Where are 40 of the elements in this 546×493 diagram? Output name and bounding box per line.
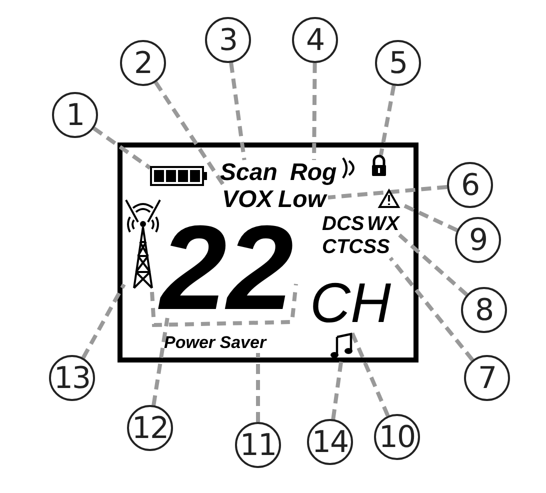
display-text: Power Saver	[164, 333, 272, 353]
leader-line	[398, 234, 468, 296]
display-text: Rog	[290, 160, 340, 185]
display-text: CTCSS	[322, 237, 392, 258]
leader-line	[152, 318, 170, 406]
display-text: WX	[367, 214, 401, 235]
battery-icon	[150, 166, 208, 186]
leader-line	[331, 358, 344, 420]
leader-line	[92, 126, 152, 170]
callout-number: 13	[49, 355, 95, 401]
callout-number: 14	[307, 419, 353, 465]
lock-icon	[370, 155, 388, 177]
callout-number: 10	[374, 414, 420, 460]
leader-line	[81, 283, 126, 359]
channel-digits: 22	[160, 218, 300, 318]
callout-number: 6	[447, 162, 493, 208]
leader-line	[312, 62, 317, 160]
leader-line	[350, 331, 390, 417]
callout-number: 12	[127, 405, 173, 451]
leader-line	[328, 185, 448, 200]
callout-number: 7	[464, 355, 510, 401]
callout-number: 3	[205, 17, 251, 63]
display-text: DCS	[322, 214, 364, 235]
callout-number: 11	[235, 422, 281, 468]
callout-number: 2	[120, 40, 166, 86]
display-text: VOX	[222, 187, 276, 212]
display-text: Scan	[220, 160, 280, 185]
display-text: CH	[310, 274, 404, 332]
callout-number: 9	[455, 217, 501, 263]
warning-icon	[378, 189, 400, 208]
callout-number: 1	[52, 92, 98, 138]
display-text: Low	[278, 187, 328, 212]
leader-line	[229, 62, 246, 160]
callout-number: 4	[292, 17, 338, 63]
leader-line	[378, 85, 396, 156]
callout-number: 8	[461, 287, 507, 333]
leader-line	[388, 256, 474, 362]
callout-number: 5	[375, 40, 421, 86]
music-note-icon	[330, 333, 354, 359]
leader-line	[256, 353, 260, 422]
